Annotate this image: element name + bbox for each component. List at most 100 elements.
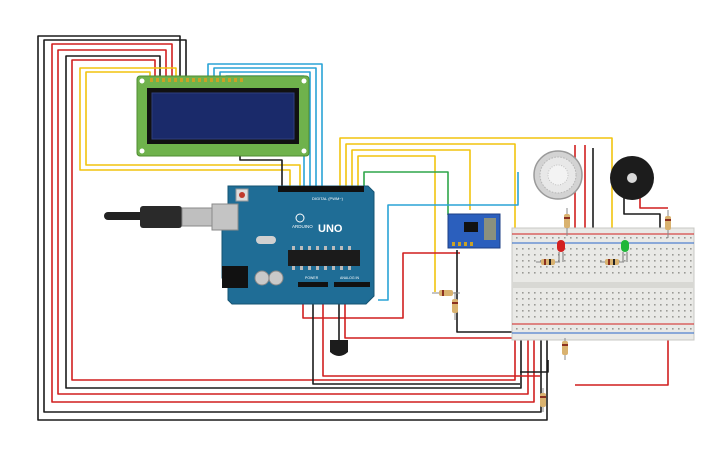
breadboard-hole [636,328,638,330]
breadboard-hole [618,316,620,318]
breadboard-hole [630,272,632,274]
breadboard-hole [648,254,650,256]
arduino-uno[interactable]: UNO ARDUINO DIGITAL (PWM~) POWER ANALOG … [211,185,375,305]
breadboard-hole [588,304,590,306]
breadboard-hole [540,304,542,306]
breadboard-hole [648,237,650,239]
breadboard-hole [648,292,650,294]
breadboard-hole [564,304,566,306]
breadboard-holes [516,237,692,330]
breadboard-hole [564,310,566,312]
breadboard-hole [582,248,584,250]
breadboard-hole [522,316,524,318]
breadboard-hole [666,248,668,250]
breadboard-hole [534,272,536,274]
breadboard-hole [636,310,638,312]
breadboard-hole [654,328,656,330]
breadboard-hole [660,266,662,268]
power-jack [222,266,248,288]
breadboard-hole [684,298,686,300]
breadboard-hole [576,272,578,274]
breadboard-hole [642,328,644,330]
breadboard-hole [528,237,530,239]
breadboard-hole [546,237,548,239]
breadboard-hole [612,266,614,268]
breadboard-hole [576,248,578,250]
breadboard-hole [660,237,662,239]
breadboard[interactable] [511,227,695,341]
breadboard-hole [528,298,530,300]
breadboard-hole [660,260,662,262]
wire-black-buzzer [623,195,661,236]
wire-yellow-lcd-1 [79,67,291,188]
breadboard-hole [570,237,572,239]
breadboard-hole [606,292,608,294]
breadboard-hole [642,266,644,268]
breadboard-hole [606,272,608,274]
breadboard-hole [606,328,608,330]
breadboard-hole [594,260,596,262]
breadboard-hole [666,304,668,306]
breadboard-hole [600,237,602,239]
arduino-infinity-logo [295,213,305,223]
breadboard-hole [654,248,656,250]
breadboard-hole [654,310,656,312]
breadboard-hole [594,292,596,294]
wire-yellow-lcd-2 [85,71,301,188]
breadboard-hole [570,292,572,294]
lcd-module[interactable] [136,75,310,157]
wire-red-buzzer [639,195,668,209]
breadboard-hole [516,304,518,306]
lcd-hole-br [301,148,307,154]
breadboard-hole [534,316,536,318]
breadboard-hole [540,266,542,268]
breadboard-hole [588,328,590,330]
wire-red-outer-2 [57,49,529,395]
breadboard-hole [582,237,584,239]
breadboard-hole [690,292,692,294]
wire-red-lower [302,252,460,319]
temperature-sensor-icon [330,340,348,356]
breadboard-hole [576,237,578,239]
breadboard-hole [672,254,674,256]
breadboard-hole [552,316,554,318]
breadboard-hole [534,237,536,239]
breadboard-hole [642,272,644,274]
board-logo: UNO [318,223,343,235]
breadboard-hole [528,310,530,312]
breadboard-hole [582,266,584,268]
breadboard-hole [600,304,602,306]
breadboard-hole [570,310,572,312]
breadboard-hole [684,254,686,256]
breadboard-hole [600,328,602,330]
breadboard-hole [612,304,614,306]
breadboard-hole [624,316,626,318]
resistor-8 [540,388,546,412]
breadboard-hole [522,292,524,294]
breadboard-hole [666,292,668,294]
breadboard-hole [648,310,650,312]
wire-red-inner [71,59,516,381]
breadboard-hole [600,298,602,300]
breadboard-hole [600,316,602,318]
breadboard-hole [570,248,572,250]
breadboard-hole [606,266,608,268]
resistor-3 [564,208,570,236]
breadboard-hole [558,266,560,268]
breadboard-hole [516,272,518,274]
breadboard-hole [546,266,548,268]
resistors [432,208,671,412]
breadboard-hole [558,237,560,239]
breadboard-hole [618,328,620,330]
breadboard-hole [528,316,530,318]
breadboard-hole [540,248,542,250]
breadboard-hole [546,310,548,312]
breadboard-hole [672,272,674,274]
lcd-pins [150,78,243,82]
atmega-chip [288,250,360,266]
esp-module[interactable] [447,213,501,249]
breadboard-hole [684,292,686,294]
breadboard-hole [534,248,536,250]
breadboard-hole [672,304,674,306]
